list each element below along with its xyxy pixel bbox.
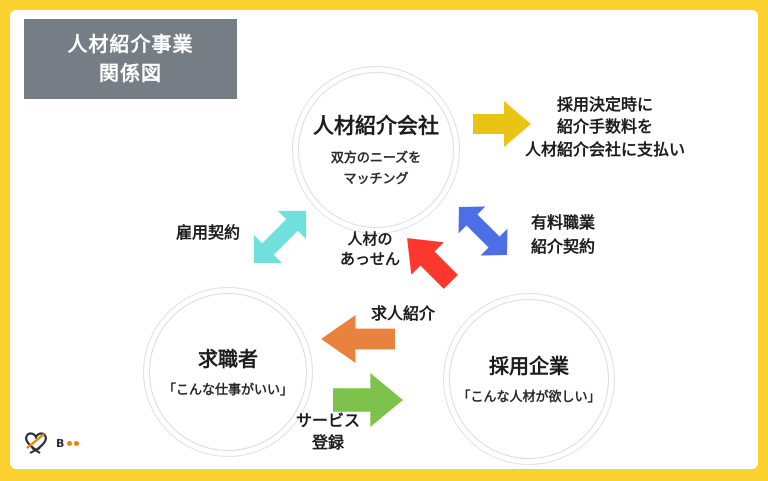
- diagram-title-line1: 人材紹介事業: [67, 32, 194, 56]
- node-agency: 人材紹介会社 双方のニーズを マッチング: [292, 66, 460, 234]
- paid-contract-label-line1: 有料職業: [531, 213, 596, 232]
- placement-label-line1: 人材の: [347, 230, 393, 248]
- paid-contract-label-line2: 紹介契約: [531, 237, 596, 256]
- bee-logo-letter: B: [56, 436, 66, 450]
- node-job-seeker-ring: 求職者 「こんな仕事がいい」: [149, 293, 307, 451]
- node-employer-title: 採用企業: [489, 353, 569, 378]
- diagram-title-line2: 関係図: [99, 61, 162, 85]
- bee-heart-icon: [25, 432, 47, 454]
- node-job-seeker-subtitle: 「こんな仕事がいい」: [162, 382, 293, 398]
- fee-right-arrow-icon: [473, 101, 531, 147]
- paid-contract-double-arrow-icon: [446, 194, 521, 269]
- bee-logo-dot1: [67, 440, 73, 446]
- job-offer-left-arrow-icon: [321, 315, 395, 363]
- employment-double-arrow-icon: [240, 197, 321, 278]
- node-agency-subtitle: 双方のニーズを マッチング: [331, 149, 421, 189]
- diagram-title-box: 人材紹介事業 関係図: [24, 19, 237, 99]
- service-registration-line1: サービス: [295, 411, 360, 430]
- node-agency-title: 人材紹介会社: [313, 114, 439, 139]
- node-job-seeker: 求職者 「こんな仕事がいい」: [143, 287, 313, 457]
- service-registration-label: サービス 登録: [278, 410, 378, 455]
- node-agency-sub2: マッチング: [343, 171, 409, 187]
- service-registration-line2: 登録: [311, 433, 344, 453]
- fee-note-line3: 人材紹介会社に支払い: [524, 139, 685, 159]
- paid-contract-label: 有料職業 紹介契約: [531, 211, 595, 259]
- placement-red-arrow-icon: [391, 222, 467, 298]
- placement-label-line2: あっせん: [339, 250, 400, 269]
- node-job-seeker-title: 求職者: [198, 346, 258, 371]
- job-offer-label: 求人紹介: [371, 304, 436, 323]
- node-employer: 採用企業 「こんな人材が欲しい」: [443, 293, 615, 465]
- bee-logo: B: [20, 427, 80, 459]
- node-employer-subtitle: 「こんな人材が欲しい」: [457, 389, 601, 405]
- node-agency-sub1: 双方のニーズを: [330, 151, 422, 167]
- service-right-arrow-icon: [333, 373, 403, 427]
- bee-logo-text: B: [56, 436, 80, 450]
- fee-note-line1: 採用決定時に: [556, 95, 653, 114]
- node-employer-ring: 採用企業 「こんな人材が欲しい」: [449, 299, 609, 459]
- node-agency-ring: 人材紹介会社 双方のニーズを マッチング: [298, 72, 454, 228]
- placement-label: 人材の あっせん: [310, 229, 430, 270]
- bee-logo-dot2: [74, 440, 80, 446]
- fee-note-line2: 紹介手数料を: [556, 117, 653, 137]
- fee-note: 採用決定時に 紹介手数料を 人材紹介会社に支払い: [470, 94, 740, 161]
- employment-contract-label: 雇用契約: [176, 223, 241, 242]
